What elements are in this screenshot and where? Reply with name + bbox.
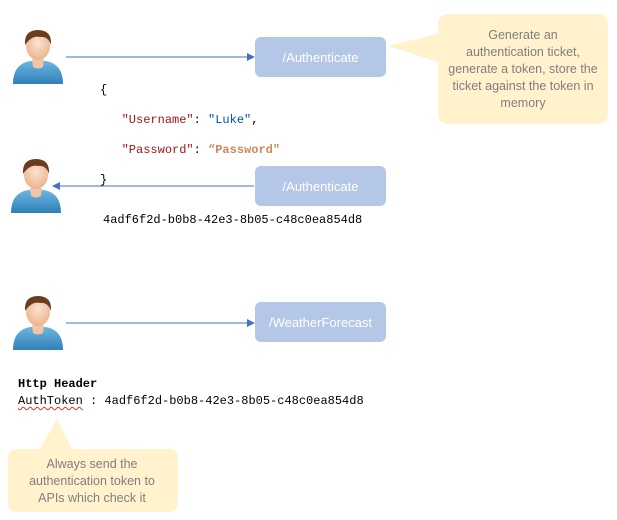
client-avatar-2 bbox=[8, 155, 64, 215]
password-key: "Password" bbox=[121, 143, 194, 157]
user-avatar-icon bbox=[13, 296, 63, 350]
client-avatar-1 bbox=[10, 26, 66, 86]
request-body-json: { "Username": "Luke", "Password": “Passw… bbox=[100, 68, 280, 203]
server-callout-text: Generate an authentication ticket, gener… bbox=[448, 28, 598, 110]
returned-token: 4adf6f2d-b0b8-42e3-8b05-c48c0ea854d8 bbox=[103, 213, 363, 227]
client-avatar-3 bbox=[10, 292, 66, 352]
json-close-brace: } bbox=[100, 173, 108, 187]
client-callout-text: Always send the authentication token to … bbox=[29, 457, 155, 505]
username-key: "Username" bbox=[121, 113, 194, 127]
json-password-line: "Password": “Password" bbox=[121, 143, 281, 157]
header-separator: : bbox=[82, 394, 105, 408]
auth-token-header-name: AuthToken bbox=[18, 394, 83, 408]
authenticate-endpoint-request: /Authenticate bbox=[255, 37, 386, 77]
json-open-brace: { bbox=[100, 83, 108, 97]
json-username-line: "Username": "Luke", bbox=[121, 113, 259, 127]
auth-token-header-value: 4adf6f2d-b0b8-42e3-8b05-c48c0ea854d8 bbox=[104, 394, 364, 408]
user-avatar-icon bbox=[11, 159, 61, 213]
password-value: “Password" bbox=[208, 143, 281, 157]
http-header-line: AuthToken : 4adf6f2d-b0b8-42e3-8b05-c48c… bbox=[18, 394, 364, 409]
authenticate-endpoint-response: /Authenticate bbox=[255, 166, 386, 206]
weatherforecast-endpoint: /WeatherForecast bbox=[255, 302, 386, 342]
user-avatar-icon bbox=[13, 30, 63, 84]
http-header-title: Http Header bbox=[18, 377, 98, 391]
client-callout-bubble bbox=[8, 419, 178, 512]
username-value: "Luke" bbox=[208, 113, 252, 127]
server-callout-bubble bbox=[388, 14, 608, 124]
